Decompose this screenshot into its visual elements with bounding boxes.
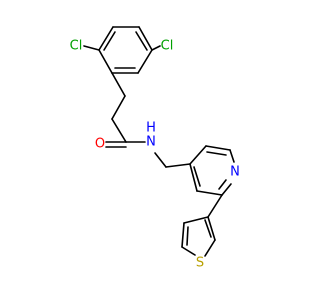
bond	[207, 216, 216, 241]
chlorine-atom-label: Cl	[161, 39, 174, 54]
amide-hydrogen-label: H	[146, 121, 156, 136]
bond	[204, 239, 216, 257]
bond	[103, 31, 116, 51]
bond	[135, 31, 148, 51]
bond	[207, 194, 223, 218]
bond	[193, 166, 201, 187]
bond	[189, 145, 207, 165]
bond	[165, 163, 191, 168]
bond	[138, 26, 153, 51]
bond	[111, 118, 127, 143]
sulfur-atom-label: S	[196, 256, 204, 271]
bond	[204, 219, 212, 238]
bond	[151, 45, 161, 51]
bond	[83, 45, 100, 51]
bond	[183, 216, 209, 224]
bond	[98, 49, 113, 74]
bond	[221, 183, 232, 196]
bond	[206, 151, 227, 156]
oxygen-atom-label: O	[95, 137, 105, 152]
bond	[111, 72, 126, 97]
bond	[205, 145, 231, 151]
bond	[186, 226, 189, 246]
atom-label-layer: Cl Cl O N H N S	[70, 39, 240, 271]
bond	[181, 246, 196, 256]
chlorine-atom-label: Cl	[70, 39, 83, 54]
amide-nitrogen-label: N	[146, 135, 156, 150]
bond	[189, 163, 198, 192]
bond	[196, 190, 223, 196]
bond-layer	[83, 26, 235, 257]
bond	[229, 149, 235, 163]
bond	[137, 49, 153, 74]
bond	[218, 179, 227, 190]
molecule-structure: Cl Cl O N H N S	[70, 26, 240, 271]
pyridine-nitrogen-label: N	[230, 165, 240, 180]
bond	[111, 95, 126, 120]
bond	[154, 152, 167, 168]
bond	[98, 26, 114, 51]
bond	[181, 222, 185, 248]
